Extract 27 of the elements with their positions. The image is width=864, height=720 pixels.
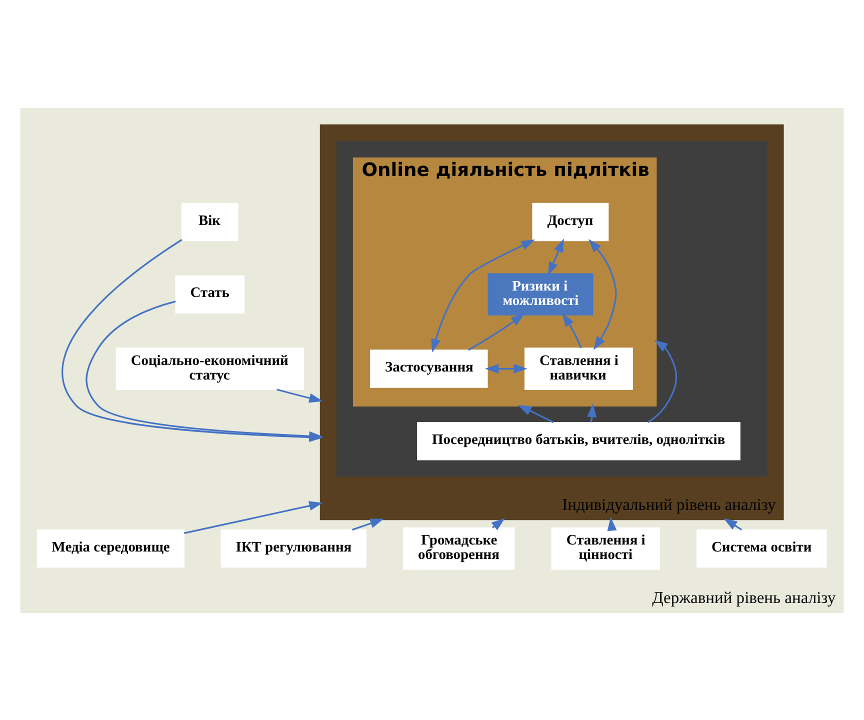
arrow (724, 518, 742, 530)
arrow (518, 404, 554, 423)
node-box: Медіа середовище (36, 528, 185, 568)
node-box: Соціально-економічний статус (116, 347, 304, 390)
node-box: Доступ (532, 202, 609, 241)
node-box: Стать (175, 274, 244, 313)
cluster (336, 140, 768, 476)
arrow (648, 339, 678, 423)
node-box: Система освіти (696, 528, 827, 568)
arrow (548, 238, 564, 276)
node-box: ІКТ регулювання (220, 528, 366, 568)
arrow (276, 388, 323, 402)
arrow (184, 500, 323, 534)
arrow (468, 313, 525, 350)
node-box: Посередництво батьків, вчителів, однолітків (417, 421, 740, 460)
node-box: Громадське обговорення (403, 526, 515, 570)
node-box: Ризики і можливості (488, 272, 594, 316)
arrow (484, 363, 528, 374)
node-box: Ставлення і навички (524, 347, 633, 390)
arrow (588, 238, 617, 350)
arrow (431, 239, 535, 352)
node-box: Вік (181, 202, 238, 241)
arrow (562, 312, 582, 348)
arrow (86, 300, 323, 440)
node-box: Застосування (370, 349, 488, 388)
arrow (607, 516, 617, 531)
arrow (352, 518, 384, 530)
